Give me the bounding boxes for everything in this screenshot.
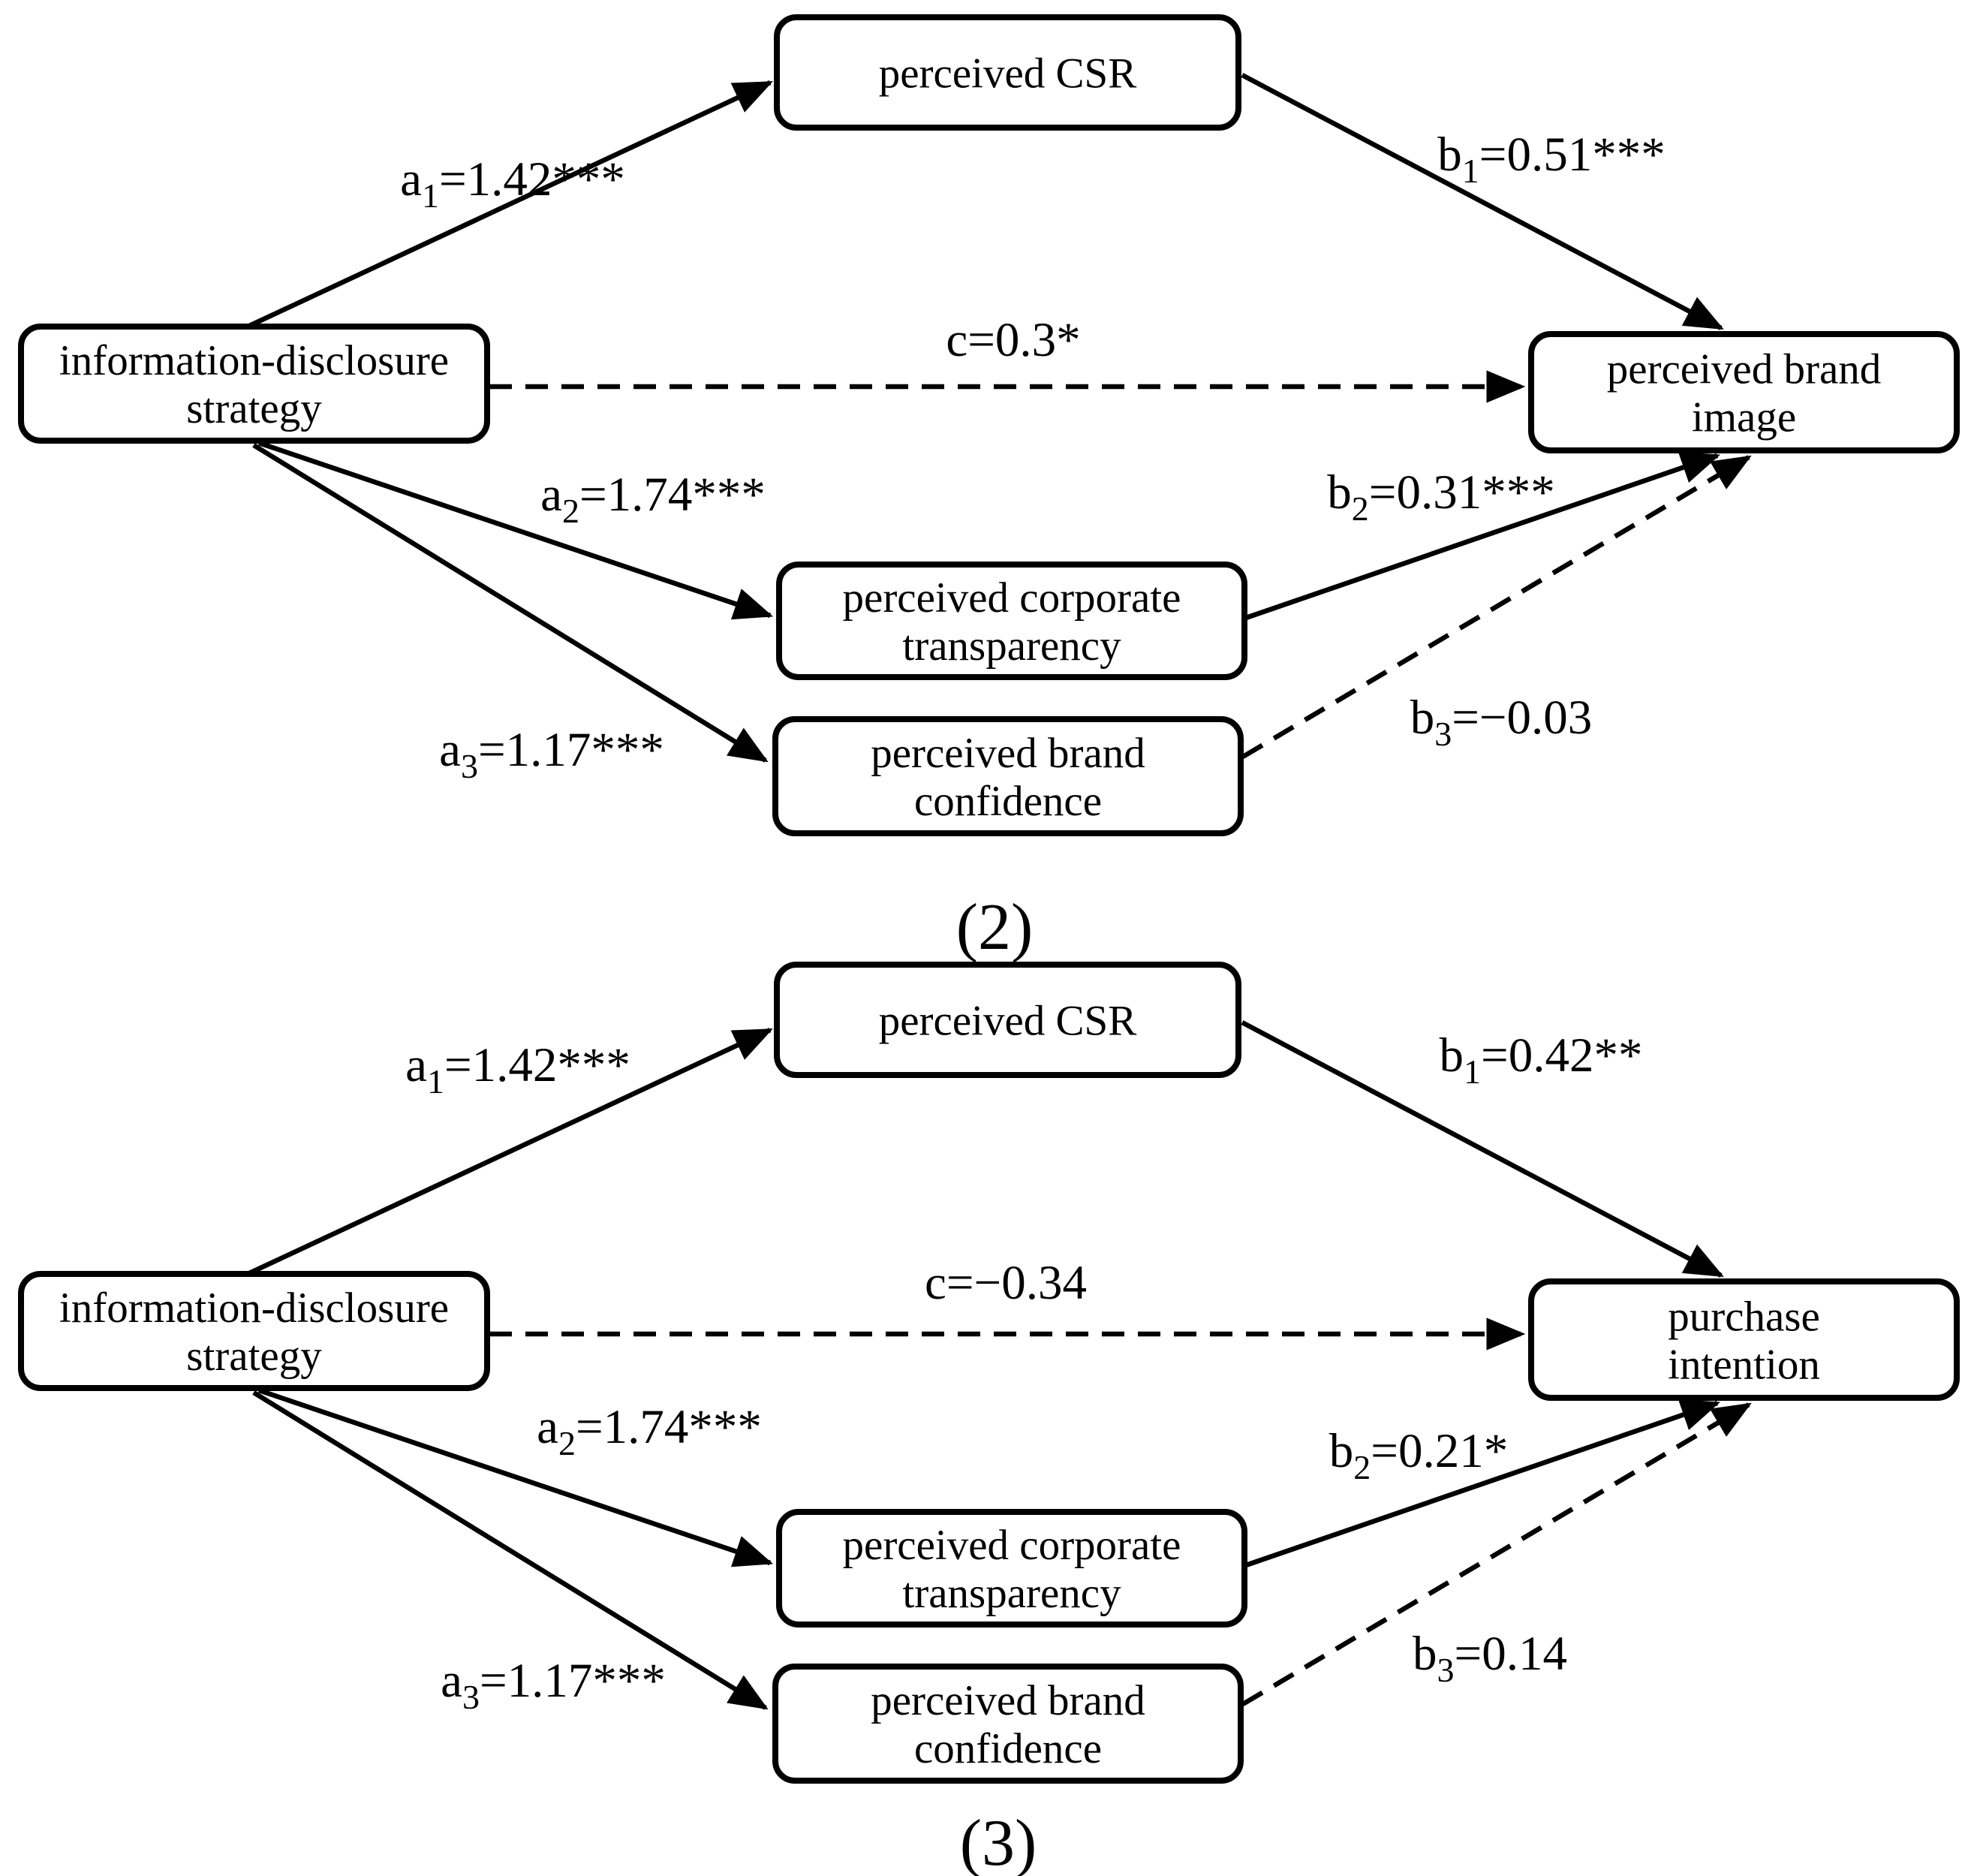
edge-b2-model-2 <box>1244 452 1721 621</box>
edge-b2-label-model-2: b2=0.31*** <box>1327 465 1554 528</box>
node-perceived-csr: perceived CSR <box>774 962 1241 1078</box>
edge-b1-label-model-2: b1=0.51*** <box>1437 128 1665 190</box>
edge-b1-model-3 <box>1241 1020 1724 1278</box>
edge-b3-label-model-3: b3=0.14 <box>1413 1627 1567 1689</box>
node-perceived-csr: perceived CSR <box>774 14 1241 131</box>
edge-b3-model-2 <box>1241 455 1752 759</box>
edge-a1-label-model-2: a1=1.42*** <box>400 152 625 215</box>
edge-a2-label-model-3: a2=1.74*** <box>537 1400 762 1462</box>
node-perceived-csr-label: perceived CSR <box>879 50 1137 98</box>
edge-a2-label-model-2: a2=1.74*** <box>540 468 766 530</box>
edge-a1-label-model-3: a1=1.42*** <box>405 1038 630 1101</box>
edge-b3-label-model-2: b3=−0.03 <box>1410 691 1593 753</box>
edge-b1-label-model-3: b1=0.42** <box>1440 1028 1643 1091</box>
node-perceived-csr-label: perceived CSR <box>879 998 1137 1045</box>
edge-b2-label-model-3: b2=0.21* <box>1329 1424 1508 1486</box>
edge-a3-label-model-3: a3=1.17*** <box>441 1654 666 1716</box>
caption-model-3: (3) <box>960 1807 1037 1876</box>
edge-b2-model-3 <box>1244 1399 1721 1568</box>
edge-b3-model-3 <box>1241 1402 1752 1706</box>
edge-a3-model-3 <box>252 1390 769 1710</box>
edge-b1-model-2 <box>1241 73 1724 330</box>
edge-a1-model-3 <box>246 1028 773 1276</box>
edge-a3-model-2 <box>252 443 769 763</box>
edge-a1-model-2 <box>246 80 773 329</box>
edge-a2-model-2 <box>257 440 774 620</box>
edge-c-label-model-2: c=0.3* <box>946 313 1080 367</box>
edge-a2-model-3 <box>257 1387 774 1567</box>
caption-model-2: (2) <box>956 891 1034 964</box>
edge-c-label-model-3: c=−0.34 <box>925 1256 1087 1310</box>
edge-a3-label-model-2: a3=1.17*** <box>439 723 664 785</box>
